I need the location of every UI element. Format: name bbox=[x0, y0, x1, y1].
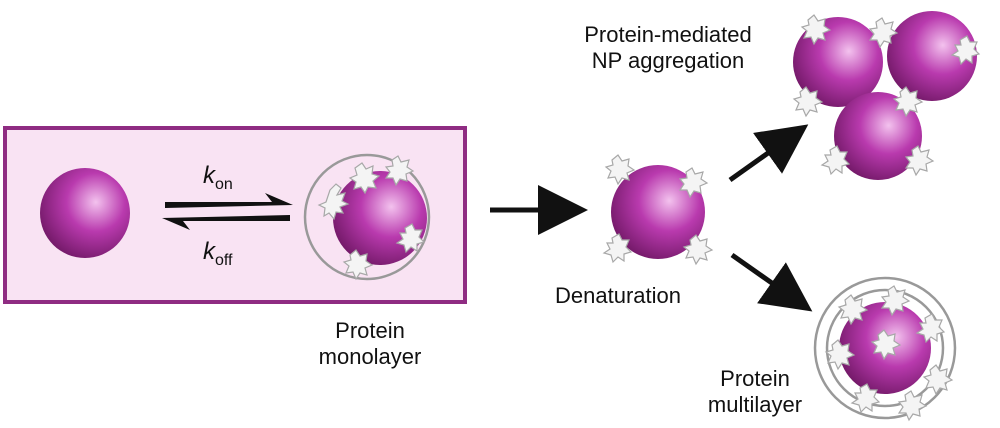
monolayer-proteins bbox=[317, 155, 426, 281]
monolayer-shell bbox=[303, 153, 431, 281]
bare-nanoparticle bbox=[40, 168, 130, 258]
multilayer-outer-shell bbox=[813, 276, 957, 420]
aggregation-label: Protein-mediated NP aggregation bbox=[584, 22, 752, 73]
koff-arrow bbox=[162, 215, 290, 230]
monolayer-label: Protein monolayer bbox=[318, 318, 422, 369]
monolayer-nanoparticle bbox=[333, 171, 427, 265]
koff-label: koff bbox=[203, 238, 233, 270]
kon-subscript: on bbox=[215, 175, 233, 193]
multilayer-inner-shell bbox=[825, 288, 945, 408]
denatured-proteins bbox=[602, 154, 714, 266]
kon-symbol: k bbox=[203, 162, 215, 189]
denaturation-label: Denaturation bbox=[555, 283, 681, 308]
arrow-to-aggregation bbox=[728, 124, 809, 183]
aggregation-proteins bbox=[792, 14, 981, 177]
kon-arrow bbox=[165, 193, 293, 208]
multilayer-proteins bbox=[824, 285, 954, 422]
koff-subscript: off bbox=[215, 251, 233, 269]
arrow-to-multilayer bbox=[730, 252, 813, 312]
koff-symbol: k bbox=[203, 238, 215, 265]
multilayer-label: Protein multilayer bbox=[707, 366, 803, 417]
kon-label: kon bbox=[203, 162, 233, 194]
